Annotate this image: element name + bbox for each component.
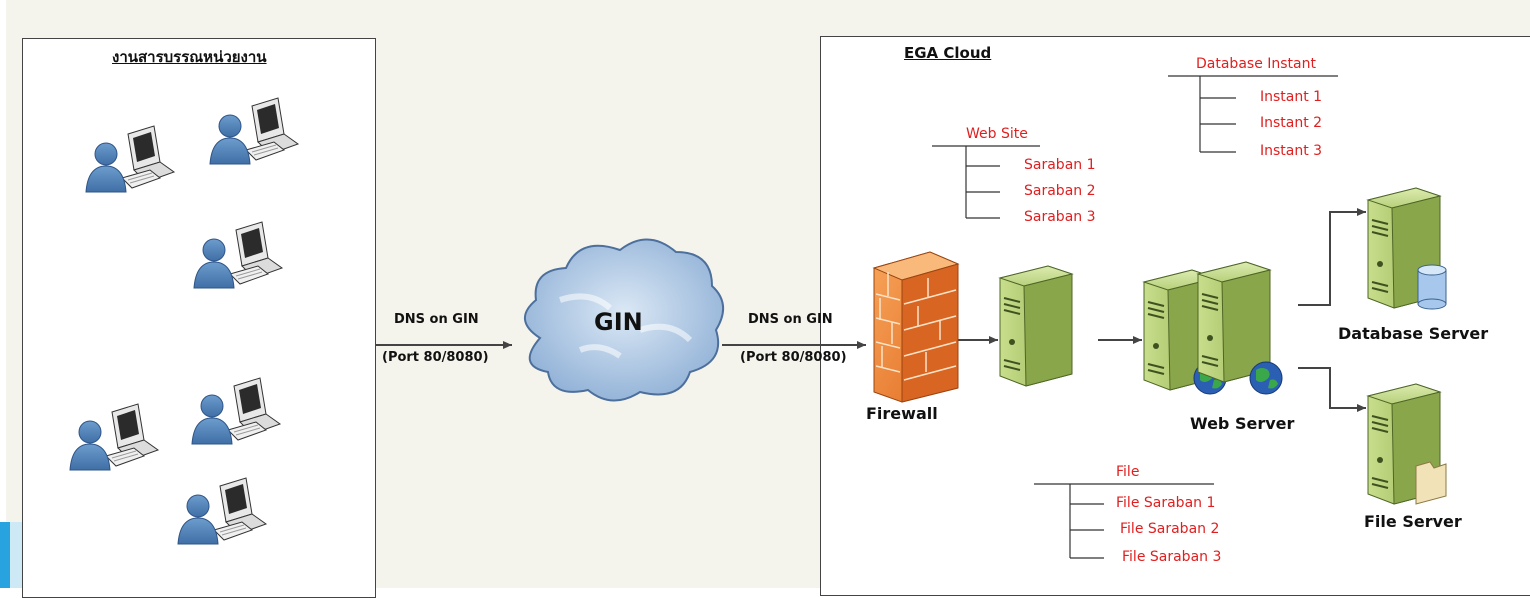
ega-cloud-title: EGA Cloud	[904, 44, 992, 62]
database-instant-item: Instant 3	[1260, 143, 1323, 159]
slide-accent-bar-light	[10, 522, 24, 588]
link-web-to-database	[1298, 208, 1366, 306]
web-site-item: Saraban 1	[1024, 157, 1096, 173]
database-instant-item: Instant 1	[1260, 89, 1323, 105]
right-link-port: (Port 80/8080)	[740, 350, 847, 365]
slide-accent-bar	[0, 522, 10, 588]
firewall-icon	[872, 251, 960, 403]
left-link-port: (Port 80/8080)	[382, 350, 489, 365]
agency-panel-title: งานสารบรรณหน่วยงาน	[112, 48, 267, 66]
user-workstation-icon	[85, 125, 175, 193]
database-instant-item: Instant 2	[1260, 115, 1323, 131]
file-tree	[1034, 483, 1214, 559]
web-site-title: Web Site	[966, 126, 1028, 142]
file-item: File Saraban 1	[1116, 495, 1216, 511]
firewall-label: Firewall	[866, 404, 938, 423]
web-site-item: Saraban 3	[1024, 209, 1096, 225]
left-link-label: DNS on GIN	[394, 312, 479, 327]
cloud-icon	[524, 238, 724, 402]
database-instant-tree	[1168, 75, 1338, 153]
user-workstation-icon	[193, 221, 283, 289]
server-icon	[999, 265, 1073, 387]
folder-icon	[1415, 461, 1447, 505]
web-server-label: Web Server	[1190, 414, 1295, 433]
database-icon	[1417, 264, 1447, 310]
web-site-tree	[932, 145, 1040, 219]
file-title: File	[1116, 464, 1140, 480]
database-server-label: Database Server	[1338, 324, 1489, 343]
user-workstation-icon	[209, 97, 299, 165]
gin-label: GIN	[594, 308, 643, 336]
web-site-item: Saraban 2	[1024, 183, 1096, 199]
file-item: File Saraban 2	[1120, 521, 1220, 537]
user-workstation-icon	[191, 377, 281, 445]
user-workstation-icon	[177, 477, 267, 545]
user-workstation-icon	[69, 403, 159, 471]
database-instant-title: Database Instant	[1196, 56, 1316, 72]
right-link-label: DNS on GIN	[748, 312, 833, 327]
file-item: File Saraban 3	[1122, 549, 1222, 565]
file-server-label: File Server	[1364, 512, 1462, 531]
globe-icon	[1249, 361, 1283, 395]
link-web-to-file	[1298, 367, 1366, 412]
